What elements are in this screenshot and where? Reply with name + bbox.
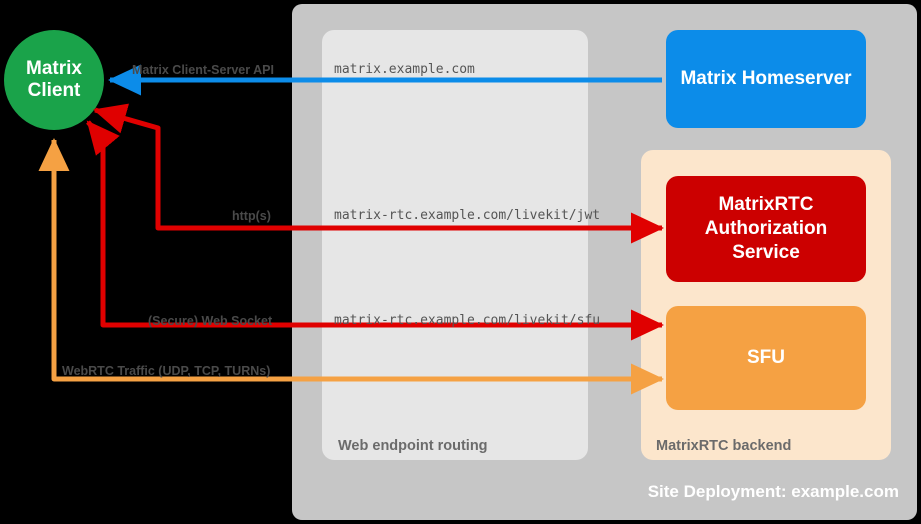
panel-web-endpoint-routing xyxy=(322,30,588,460)
node-sfu[interactable] xyxy=(666,306,866,410)
node-matrix-homeserver[interactable] xyxy=(666,30,866,128)
connector-sfu-websocket xyxy=(86,120,665,341)
connector-webrtc-traffic xyxy=(38,137,665,395)
node-matrixrtc-authorization-service[interactable] xyxy=(666,176,866,282)
node-matrix-client[interactable] xyxy=(4,30,104,130)
connector-jwt-http xyxy=(93,103,665,244)
